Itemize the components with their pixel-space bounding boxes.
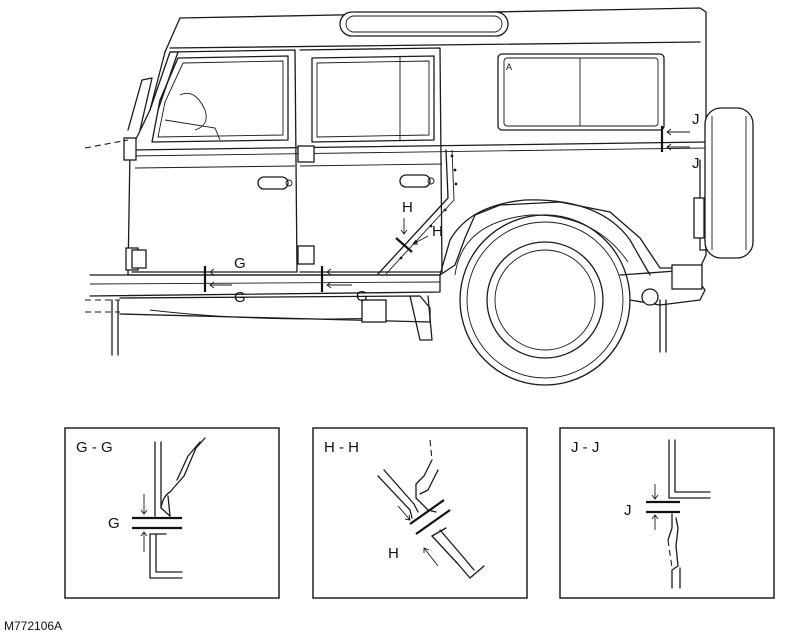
chassis-outrigger (409, 295, 433, 341)
rear-wheel-rim-inner (494, 249, 596, 351)
detail-j-lower-dashed (667, 539, 673, 569)
detail-j-bottom-flange (671, 517, 681, 589)
vehicle-side-view: A (84, 7, 754, 386)
waist-line (129, 141, 707, 151)
g-arrow-lower-1 (209, 281, 232, 289)
front-door-window-inner (157, 60, 284, 138)
g-arrow-upper-2 (326, 268, 345, 276)
detail-j-label: J (624, 502, 632, 519)
roof-alpine-window-inner (345, 15, 503, 33)
detail-h-gap-bottom (415, 509, 451, 535)
section-h-line (395, 237, 413, 253)
chassis-bracket (361, 299, 387, 323)
front-door-handle (257, 176, 289, 190)
h-arrow-upper (400, 218, 408, 235)
detail-g-upper-panel-2 (160, 441, 201, 517)
sill-inner (89, 281, 441, 285)
roof-alpine-window (339, 11, 509, 37)
detail-j-arrow-down (651, 514, 659, 530)
rear-door-panel-line (299, 163, 443, 167)
sill (89, 274, 441, 297)
detail-h-lower-channel-2 (431, 527, 447, 537)
rear-light-cluster (699, 159, 707, 251)
front-door-window (151, 55, 289, 143)
callout-g-lower: G (234, 289, 246, 306)
detail-j-title: J - J (571, 439, 599, 456)
detail-g-lower-channel (149, 533, 183, 579)
rear-upper-hinge (297, 145, 315, 163)
callout-j-lower: J (692, 155, 700, 172)
callout-g-upper: G (234, 255, 246, 272)
rear-tyre-sidewall (466, 221, 624, 379)
side-window-outline (497, 53, 665, 131)
detail-h-upper-panel-2 (419, 469, 439, 495)
figure-id: M772106A (4, 619, 62, 633)
callout-g-chassis: G (356, 288, 368, 305)
detail-h-title: H - H (324, 439, 359, 456)
rear-door-outline (299, 47, 443, 273)
detail-j-lower-panel (667, 513, 673, 541)
rear-wheel-rim (486, 241, 604, 359)
rear-quarter-seam-inner (385, 149, 455, 275)
front-upper-hinge (123, 137, 137, 161)
detail-h-gap-top (409, 499, 445, 525)
windscreen-frame (127, 77, 153, 131)
g-arrow-lower-2 (326, 281, 352, 289)
g-arrow-upper-1 (209, 268, 228, 276)
wheel-arch-inner (454, 214, 629, 276)
seat-outline (164, 119, 221, 141)
detail-h-arrow-down (423, 547, 439, 567)
rear-door-handle (399, 174, 431, 188)
chassis-rail-lower (149, 309, 381, 320)
detail-g-arrow-up (140, 494, 148, 515)
front-door-lock (285, 179, 293, 187)
window-marker: A (506, 62, 512, 72)
detail-g-arrow-down (140, 531, 148, 552)
wheel-arch-outer (439, 199, 651, 276)
detail-h-h: H - H H (312, 427, 528, 599)
roof-outline (164, 7, 707, 53)
detail-h-label: H (388, 545, 399, 562)
detail-h-lower-channel (431, 529, 485, 579)
a-pillar (149, 51, 179, 111)
rear-spring-mount (641, 288, 659, 306)
front-door-panel-line (134, 165, 296, 169)
detail-h-arrow-up (397, 505, 411, 521)
h-arrow-lower (412, 235, 429, 245)
rear-lower-hinge (297, 245, 315, 265)
callout-h-lower: H (432, 223, 443, 240)
rear-lamp (693, 197, 705, 239)
front-extension-dashed-1 (84, 139, 129, 149)
rear-door-lock (427, 177, 435, 185)
detail-h-frame (312, 427, 528, 599)
callout-h-upper: H (402, 199, 413, 216)
detail-j-arrow-up (651, 484, 659, 500)
detail-j-upper-panel (668, 439, 711, 499)
detail-j-j: J - J J (559, 427, 775, 599)
detail-g-label: G (108, 515, 120, 532)
rear-door-window-inner (316, 60, 430, 138)
detail-g-frame (64, 427, 280, 599)
front-lower-hinge-plate (131, 249, 147, 269)
detail-h-upper-dashed (429, 439, 433, 461)
side-window-inner (503, 57, 659, 127)
detail-g-title: G - G (76, 439, 113, 456)
spare-wheel (704, 107, 754, 259)
waist-line-inner (129, 147, 707, 157)
rear-crossmember (671, 264, 703, 290)
rear-door-window (311, 55, 435, 143)
rear-quarter-seam (377, 149, 449, 275)
roof-lower-edge (169, 41, 701, 49)
j-arrow-upper (666, 128, 690, 136)
section-markers: G G G H H J J (203, 111, 700, 306)
j-arrow-lower (666, 143, 690, 151)
callout-j-upper: J (692, 111, 700, 128)
detail-g-g: G - G G (64, 427, 280, 599)
detail-g-upper-panel (154, 437, 206, 517)
rear-tyre (459, 214, 631, 386)
